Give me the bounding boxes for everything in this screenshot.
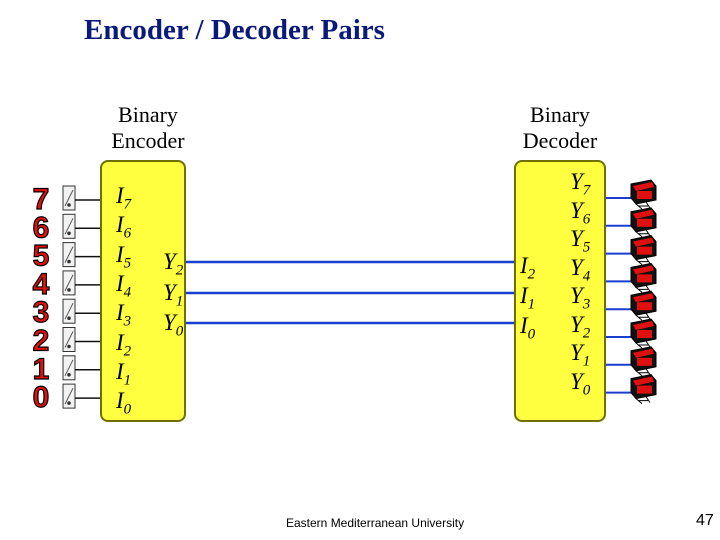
digit-label: 3 (33, 296, 50, 329)
digit-label: 7 (33, 183, 50, 216)
led-icon (630, 235, 657, 265)
led-icon (630, 346, 657, 377)
page-number: 47 (696, 512, 714, 529)
digit-label: 2 (33, 325, 50, 358)
encoder-input-label: I2 (116, 329, 132, 360)
decoder-output-label: Y3 (570, 283, 591, 313)
digit-label: 6 (33, 211, 50, 244)
decoder-output-label: Y0 (570, 368, 591, 399)
decoder-output-label: Y4 (570, 254, 591, 285)
led-icon (630, 207, 657, 238)
encoder-caption: Binary Encoder (111, 102, 185, 153)
encoder-input-label: I3 (116, 300, 132, 330)
digit-label: 0 (33, 381, 50, 414)
led-icon (630, 374, 657, 404)
decoder-output-label: Y6 (570, 197, 591, 228)
encoder-input-label: I7 (116, 183, 132, 213)
digit-label: 1 (33, 353, 50, 386)
decoder-caption: Binary Decoder (522, 102, 598, 153)
encoder-output-label: Y2 (163, 249, 184, 279)
encoder-output-label: Y1 (163, 279, 184, 310)
encoder-input-label: I0 (116, 388, 132, 418)
encoder-input-label: I4 (116, 270, 132, 301)
decoder-block (514, 160, 606, 422)
led-icon (630, 262, 657, 293)
decoder-output-label: Y5 (570, 226, 591, 256)
decoder-input-label: I0 (520, 313, 536, 343)
page-title: Encoder / Decoder Pairs (84, 14, 385, 46)
footer-text: Eastern Mediterranean University (286, 516, 465, 530)
encoder-input-label: I1 (116, 358, 132, 389)
encoder-input-label: I6 (116, 212, 132, 242)
decoder-output-label: Y1 (570, 340, 591, 370)
encoder-block (100, 160, 186, 422)
digit-label: 5 (33, 240, 50, 273)
decoder-input-label: I1 (520, 283, 536, 313)
led-icon (630, 179, 657, 210)
encoder-input-label: I5 (116, 241, 132, 272)
decoder-input-label: I2 (520, 253, 536, 283)
decoder-output-label: Y7 (570, 169, 591, 199)
led-icon (630, 318, 657, 349)
encoder-output-label: Y0 (163, 310, 184, 340)
led-icon (630, 290, 657, 321)
decoder-output-label: Y2 (570, 311, 591, 342)
digit-label: 4 (33, 268, 50, 301)
